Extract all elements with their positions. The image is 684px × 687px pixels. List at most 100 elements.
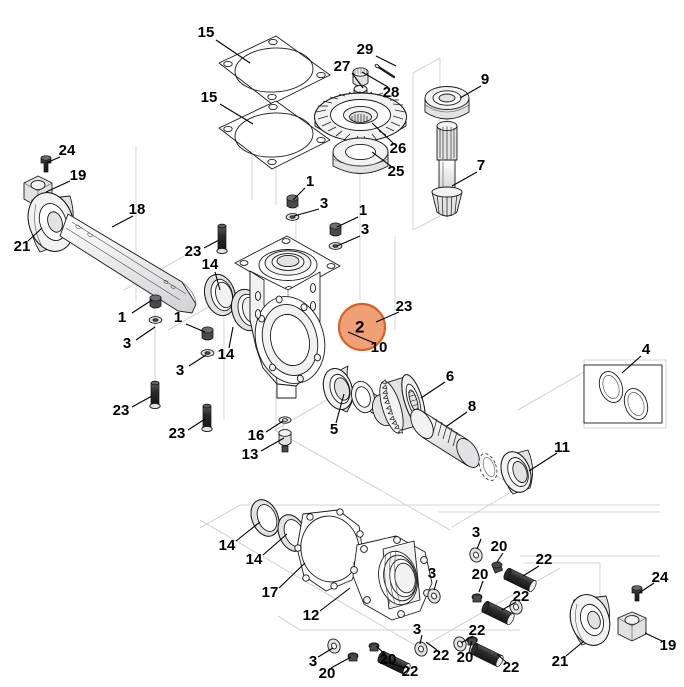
callout-number-gasket-lower: 15 (201, 89, 218, 106)
callout-number-bolt-top-left: 23 (185, 243, 202, 260)
callout-bearing-cover: 12 (303, 587, 351, 624)
part-oil-seal-11 (500, 449, 533, 495)
callout-number-washer-upper-right: 3 (361, 221, 369, 238)
part-seal-ring-c (250, 499, 280, 537)
callout-number-bolt-cover-2: 22 (513, 588, 530, 605)
callout-number-pulley-left: 21 (14, 238, 31, 255)
callout-number-nut-bevel: 28 (383, 84, 400, 101)
part-pulley-right (569, 594, 611, 646)
callout-number-nut-axle: 19 (70, 167, 87, 184)
callout-number-bolt-cover-4: 22 (402, 663, 419, 680)
part-washer-mid-left (148, 316, 163, 324)
callout-bolt-cover-3: 22 (425, 641, 450, 664)
part-gasket-lower (218, 100, 331, 170)
callout-number-lockwasher-cover-5: 20 (457, 649, 474, 666)
callout-number-washer-drain: 16 (248, 427, 265, 444)
callout-screw-axle-cap-right: 24 (638, 569, 669, 594)
callout-washer-cover-4: 3 (309, 647, 334, 670)
callout-number-cap-nut-upper-right: 1 (359, 202, 367, 219)
leader-line-gasket-lower (219, 103, 254, 125)
callout-bolt-lower-right: 23 (169, 418, 206, 442)
callout-seal-ring-a: 14 (202, 256, 221, 291)
leader-line-axle-shaft (111, 215, 134, 228)
callout-bolt-cover-6: 22 (496, 653, 520, 676)
callout-number-cap-nut-upper-left: 1 (306, 173, 314, 190)
callout-gasket-lower: 15 (201, 89, 254, 125)
callout-number-spur-gear: 6 (446, 368, 454, 385)
highlight-marker-part-2[interactable] (337, 302, 387, 352)
callout-number-bolt-cover-5: 22 (469, 622, 486, 639)
callout-bevel-pinion-shaft: 7 (451, 157, 485, 187)
leader-line-bolt-cover-6 (496, 653, 508, 664)
part-bevel-pinion-shaft (431, 120, 463, 217)
leader-line-pulley-right (565, 640, 585, 657)
part-set-screw-right (631, 585, 643, 602)
leader-line-bearing-upper-shaft (459, 85, 482, 99)
highlight-label: 2 (355, 317, 364, 336)
leader-line-seal-ring-a (214, 271, 221, 291)
leader-line-bearing-output (528, 452, 558, 472)
callout-number-bearing-input: 5 (330, 421, 338, 438)
callout-washer-cover-3: 3 (413, 621, 423, 645)
part-stud-bolt-lower-right (201, 403, 213, 433)
leader-line-output-shaft (446, 411, 468, 427)
callout-number-cover-gasket: 17 (262, 584, 279, 601)
part-bearing-cover (350, 535, 433, 621)
callout-number-seal-kit-box: 4 (642, 341, 651, 358)
leader-line-nut-axle (45, 180, 71, 193)
callout-housing-main: 10 (347, 331, 387, 356)
callout-gasket-upper: 15 (198, 24, 251, 64)
callout-bolt-lower-left: 23 (113, 395, 153, 419)
leader-line-cap-nut-upper-left (292, 187, 306, 201)
callout-washer-mid-right: 3 (176, 354, 207, 379)
leader-line-bevel-ring-gear (371, 122, 395, 145)
part-washer-upper-right (328, 242, 343, 250)
callout-seal-kit-box: 4 (621, 341, 651, 374)
callout-roll-pin: 29 (357, 41, 397, 67)
callout-number-washer-bevel: 27 (334, 58, 351, 75)
leader-line-lockwasher-cover-2 (478, 580, 484, 593)
leader-line-seal-kit-box (621, 355, 642, 374)
leader-line-housing-main (347, 331, 375, 344)
callout-number-bolt-cover-3: 22 (433, 647, 450, 664)
callout-bevel-ring-gear: 26 (371, 122, 406, 157)
leader-line-washer-mid-right (188, 354, 207, 367)
callout-number-gasket-upper: 15 (198, 24, 215, 41)
leader-line-lockwasher-cover-5 (468, 640, 473, 653)
callout-cap-nut-upper-right: 1 (336, 202, 367, 228)
leader-line-washer-upper-right (336, 235, 361, 247)
leader-line-lockwasher-cover-1 (496, 552, 504, 563)
callout-number-washer-upper-left: 3 (320, 195, 328, 212)
leader-line-washer-drain (265, 420, 284, 433)
callout-number-bevel-gear-hub: 25 (388, 163, 405, 180)
callout-number-cap-nut-mid-right: 1 (174, 309, 182, 326)
callout-bolt-cover-2: 22 (501, 588, 530, 611)
part-roll-pin (374, 63, 396, 79)
leader-line-roll-pin (375, 55, 397, 67)
callout-lockwasher-cover-4: 20 (319, 656, 352, 682)
callout-bolt-highlight: 23 (375, 298, 412, 323)
callout-seal-ring-c: 14 (219, 521, 261, 554)
callout-number-cap-nut-mid-left: 1 (118, 309, 126, 326)
callout-number-nut-axle-right: 19 (660, 637, 677, 654)
leader-line-gasket-upper (215, 39, 251, 64)
callout-bearing-output: 11 (528, 439, 570, 472)
callout-number-bevel-pinion-shaft: 7 (477, 157, 485, 174)
callout-washer-mid-left: 3 (123, 326, 156, 352)
callout-bevel-gear-hub: 25 (371, 151, 405, 180)
leader-line-washer-cover-3 (419, 634, 423, 645)
leader-line-bolt-cover-1 (522, 565, 540, 577)
part-gearbox-housing (234, 235, 341, 399)
callout-number-bolt-cover-6: 22 (503, 659, 520, 676)
part-cover-gasket (294, 508, 364, 592)
part-gasket-upper (218, 35, 331, 105)
leader-line-washer-cover-1 (476, 538, 482, 550)
callout-number-bolt-cover-1: 22 (536, 551, 553, 568)
callout-number-washer-mid-right: 3 (176, 362, 184, 379)
callout-number-roll-pin: 29 (357, 41, 374, 58)
leader-line-bolt-cover-5 (460, 635, 474, 644)
part-cap-nut-set-mid-left (149, 294, 162, 309)
callout-washer-upper-left: 3 (293, 195, 328, 217)
